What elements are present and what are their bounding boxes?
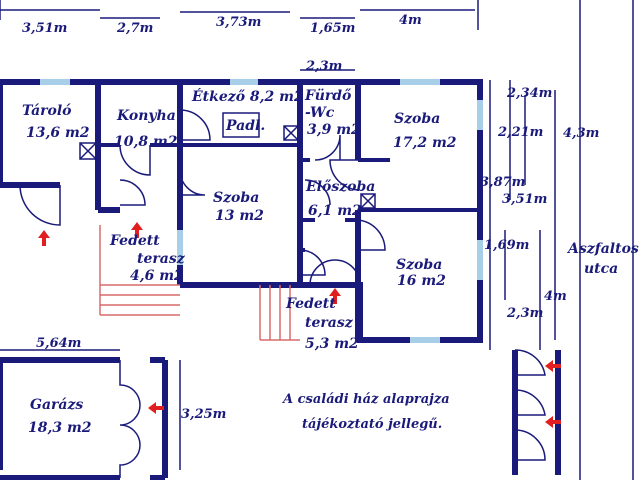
szoba1-area: 17,2 m2 [393, 135, 457, 151]
furdo-area: 3,9 m2 [307, 122, 361, 138]
arrow-icon [131, 222, 143, 238]
dim-top-2: 2,7m [116, 21, 153, 36]
tarolo-name: Tároló [22, 103, 72, 119]
garazs-name: Garázs [30, 397, 83, 413]
dim-right-7: 4m [544, 289, 567, 304]
doors [19, 109, 386, 286]
fedett2-name-2: terasz [305, 315, 354, 331]
dim-top-4: 1,65m [310, 21, 355, 36]
padl-label: Padl. [225, 118, 265, 134]
szoba2-name: Szoba [213, 190, 259, 206]
dim-right-1: 2,34m [506, 86, 552, 101]
dim-right-3: 4,3m [563, 126, 599, 141]
konyha-name: Konyha [116, 108, 176, 124]
tarolo-area: 13,6 m2 [26, 125, 90, 141]
garage [0, 357, 168, 480]
arrow-icon [148, 402, 164, 414]
dim-garage-width: 5,64m [36, 336, 81, 351]
arrow-icon [545, 360, 561, 372]
dim-garage-height: 3,25m [181, 407, 226, 422]
eloszoba-name: Előszoba [305, 179, 375, 195]
street-name-2: utca [584, 261, 618, 277]
szoba3-area: 16 m2 [397, 273, 446, 289]
street-name: Aszfaltos [566, 241, 639, 257]
dim-furdo-width: 2,3m [305, 59, 342, 74]
dim-right-6: 1,69m [484, 238, 529, 253]
fedett2-name: Fedett [285, 296, 336, 312]
fedett1-name: Fedett [109, 233, 160, 249]
furdo-name-2: -Wc [305, 105, 335, 121]
furdo-name: Fürdő [304, 88, 352, 104]
szoba2-area: 13 m2 [215, 208, 264, 224]
windows [40, 79, 483, 343]
dim-right-2: 2,21m [497, 125, 543, 140]
top-dimension-lines [0, 0, 479, 71]
terrace-stairs [99, 225, 300, 341]
arrow-icon [329, 288, 341, 304]
dim-top-5: 4m [399, 13, 422, 28]
dim-top-1: 3,51m [22, 21, 67, 36]
disclaimer-line-2: tájékoztató jellegű. [302, 417, 442, 432]
fedett1-area: 4,6 m2 [130, 268, 184, 284]
entry-arrows [38, 222, 561, 428]
street-gate [512, 349, 561, 475]
eloszoba-area: 6,1 m2 [308, 203, 362, 219]
dim-right-5: 3,51m [502, 192, 547, 207]
fedett1-name-2: terasz [137, 251, 186, 267]
szoba3-name: Szoba [396, 257, 442, 273]
dim-top-3: 3,73m [216, 15, 261, 30]
arrow-icon [545, 416, 561, 428]
dim-right-8: 2,3m [506, 306, 543, 321]
konyha-area: 10,8 m2 [114, 134, 178, 150]
etkezo-label: Étkező 8,2 m2 [191, 87, 304, 105]
disclaimer-line-1: A családi ház alaprajza [281, 392, 450, 407]
chimney-boxes [79, 112, 376, 209]
fedett2-area: 5,3 m2 [305, 336, 359, 352]
garazs-area: 18,3 m2 [28, 420, 92, 436]
szoba1-name: Szoba [394, 111, 440, 127]
dim-right-4: 3,87m [480, 175, 525, 190]
arrow-icon [38, 230, 50, 246]
